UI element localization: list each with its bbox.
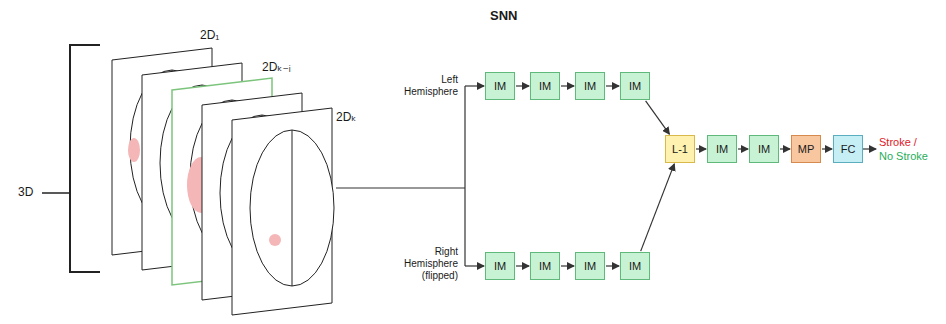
im-block: IM [620,72,650,100]
midline [292,130,293,286]
block-label: IM [629,80,641,92]
connector-arrow [561,265,574,266]
connector-arrow [696,148,706,149]
im-block: IM [707,135,737,163]
bracket [70,45,100,272]
lesion [269,234,281,246]
output-arrow [863,148,876,149]
im-block: IM [530,252,560,280]
lesion [128,138,140,162]
connector-arrow [822,148,832,149]
network-title: SNN [490,8,550,24]
input-arrow [465,85,484,86]
block-label: FC [841,143,856,155]
connector-arrow [738,148,748,149]
im-block: IM [749,135,779,163]
im-block: IM [485,252,515,280]
fc-box: FC [833,135,863,163]
connector-arrow [606,265,619,266]
block-label: IM [584,260,596,272]
im-block: IM [575,72,605,100]
split-wire [464,86,465,266]
connector-arrow [516,265,529,266]
block-label: MP [798,143,815,155]
connector-arrow [641,164,675,251]
block-label: L-1 [672,143,688,155]
branch-label: Left Hemisphere [392,74,458,98]
slice-label: 2Dₖ [336,110,376,124]
l1-distance-box: L-1 [665,135,695,163]
block-label: IM [539,260,551,272]
im-block: IM [575,252,605,280]
connector-arrow [516,85,529,86]
block-label: IM [584,80,596,92]
slice [232,108,334,315]
input-arrow [465,265,484,266]
connector-arrow [561,85,574,86]
connector-arrow [780,148,790,149]
block-label: IM [716,143,728,155]
connector-arrow [606,85,619,86]
slice-label: 2Dₖ₋ᵢ [262,60,312,74]
branch-label: Right Hemisphere (flipped) [392,246,458,282]
input-wire [336,187,465,188]
block-label: IM [758,143,770,155]
block-label: IM [629,260,641,272]
maxpool-box: MP [791,135,821,163]
connector-arrow [646,101,670,134]
im-block: IM [485,72,515,100]
output-label: No Stroke [879,150,943,163]
volume-label: 3D [18,185,42,199]
bracket-tick [42,192,70,194]
slice-label: 2D₁ [200,28,240,42]
brain-outline [250,130,334,286]
block-label: IM [539,80,551,92]
block-label: IM [494,260,506,272]
im-block: IM [530,72,560,100]
block-label: IM [494,80,506,92]
output-label: Stroke / [879,136,943,149]
im-block: IM [620,252,650,280]
